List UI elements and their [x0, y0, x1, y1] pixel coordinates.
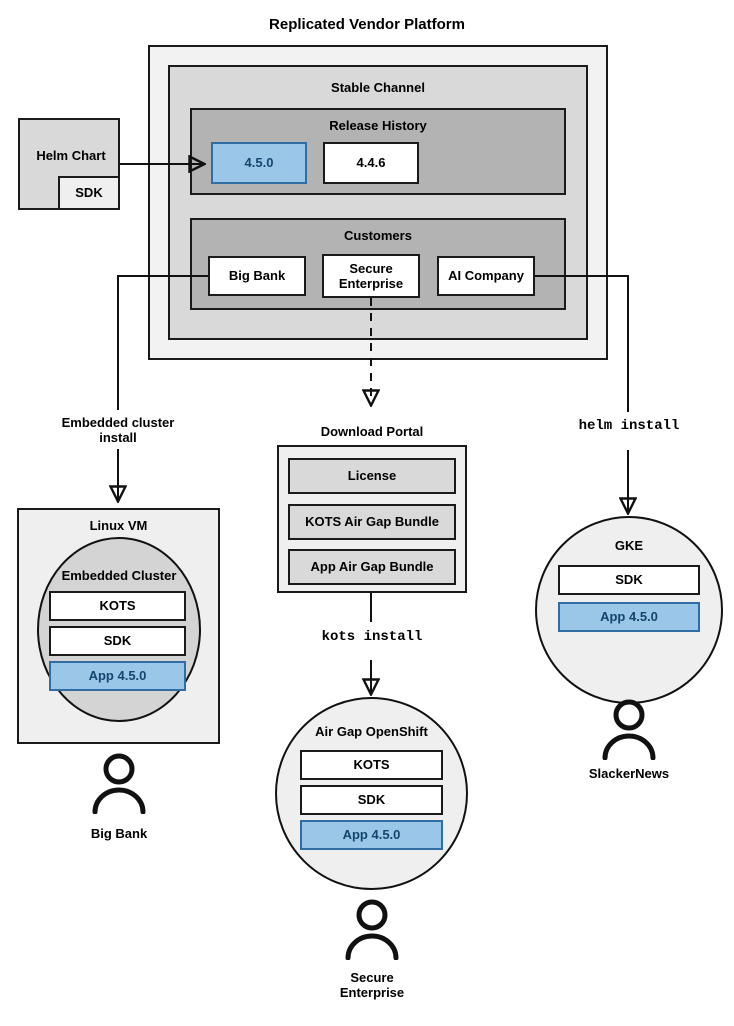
download-item-label: App Air Gap Bundle — [310, 559, 434, 575]
download-item-kots-air-gap-bundle[interactable]: KOTS Air Gap Bundle — [288, 504, 456, 540]
linux-vm-component-kots[interactable]: KOTS — [49, 591, 186, 621]
customers-title: Customers — [344, 228, 412, 243]
release-4-5-0[interactable]: 4.5.0 — [211, 142, 307, 184]
linux-vm-component-sdk[interactable]: SDK — [49, 626, 186, 656]
customer-ai-company[interactable]: AI Company — [437, 256, 535, 296]
component-label: App 4.5.0 — [342, 827, 401, 843]
customer-label: Big Bank — [228, 268, 286, 284]
helm-install-label: helm install — [578, 418, 680, 434]
component-label: SDK — [357, 792, 386, 808]
download-item-app-air-gap-bundle[interactable]: App Air Gap Bundle — [288, 549, 456, 585]
big-bank-person-icon — [92, 753, 146, 814]
sdk-label: SDK — [75, 185, 103, 201]
kots-install-label: kots install — [321, 629, 423, 645]
embedded-cluster-title: Embedded Cluster — [61, 568, 177, 583]
download-item-label: KOTS Air Gap Bundle — [305, 514, 439, 530]
slackernews-customer-label: SlackerNews — [588, 766, 670, 781]
airgap-component-kots[interactable]: KOTS — [300, 750, 443, 780]
linux-vm-component-app[interactable]: App 4.5.0 — [49, 661, 186, 691]
download-portal-title: Download Portal — [320, 424, 424, 439]
release-history-title: Release History — [329, 118, 427, 133]
customer-label: Secure Enterprise — [338, 260, 404, 291]
helm-chart-label: Helm Chart — [36, 148, 106, 163]
page-title: Replicated Vendor Platform — [269, 16, 465, 33]
helm-chart-sdk-box[interactable]: SDK — [58, 176, 120, 210]
component-label: KOTS — [353, 757, 390, 773]
component-label: KOTS — [99, 598, 136, 614]
stable-channel-title: Stable Channel — [331, 80, 425, 95]
gke-component-app[interactable]: App 4.5.0 — [558, 602, 700, 632]
release-4-4-6[interactable]: 4.4.6 — [323, 142, 419, 184]
customer-secure-enterprise[interactable]: Secure Enterprise — [322, 254, 420, 298]
customer-label: AI Company — [448, 268, 524, 284]
download-item-license[interactable]: License — [288, 458, 456, 494]
download-item-label: License — [347, 468, 397, 484]
secure-enterprise-person-icon — [345, 899, 399, 960]
airgap-component-app[interactable]: App 4.5.0 — [300, 820, 443, 850]
component-label: App 4.5.0 — [88, 668, 147, 684]
release-version-label: 4.4.6 — [356, 155, 386, 171]
gke-title: GKE — [614, 538, 644, 553]
embedded-cluster-install-label: Embedded cluster install — [61, 415, 175, 446]
airgap-openshift-title: Air Gap OpenShift — [315, 724, 428, 739]
big-bank-customer-label: Big Bank — [90, 826, 148, 841]
airgap-component-sdk[interactable]: SDK — [300, 785, 443, 815]
secure-enterprise-customer-label: Secure Enterprise — [339, 970, 405, 1001]
slackernews-person-icon — [602, 699, 656, 760]
linux-vm-title: Linux VM — [89, 518, 148, 533]
release-version-label: 4.5.0 — [244, 155, 274, 171]
customer-big-bank[interactable]: Big Bank — [208, 256, 306, 296]
gke-component-sdk[interactable]: SDK — [558, 565, 700, 595]
component-label: SDK — [103, 633, 132, 649]
component-label: App 4.5.0 — [600, 609, 658, 625]
component-label: SDK — [615, 572, 643, 588]
